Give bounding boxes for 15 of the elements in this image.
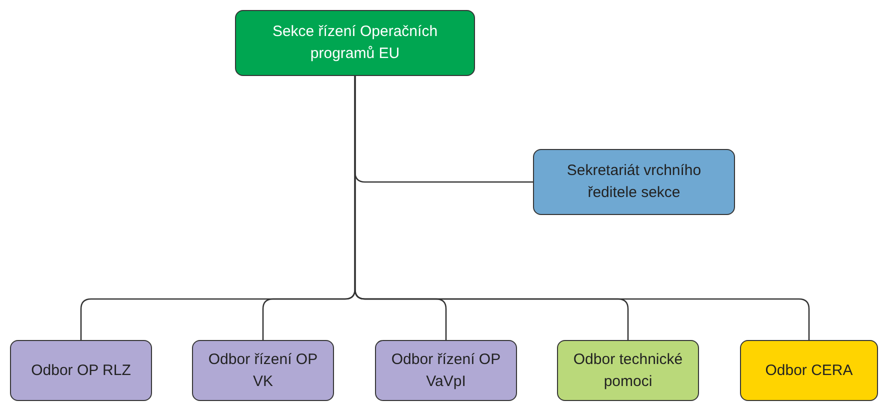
department-box — [375, 340, 517, 401]
department-box — [740, 340, 878, 401]
node-label: Odbor řízení OP VaVpI — [390, 350, 502, 392]
node-label: Odbor CERA — [765, 360, 853, 380]
node-label: Odbor řízení OP VK — [207, 350, 319, 392]
connector-line — [354, 76, 810, 340]
section-box — [235, 10, 475, 76]
node-label: Sekretariát vrchního ředitele sekce — [566, 161, 702, 203]
department-box — [192, 340, 334, 401]
department-box — [557, 340, 699, 401]
department-box — [10, 340, 152, 401]
node-label: Odbor technické pomoci — [572, 350, 684, 392]
node-label: Sekce řízení Operačních programů EU — [271, 22, 439, 64]
node-label: Odbor OP RLZ — [31, 360, 131, 380]
secretariat-box — [533, 149, 735, 215]
